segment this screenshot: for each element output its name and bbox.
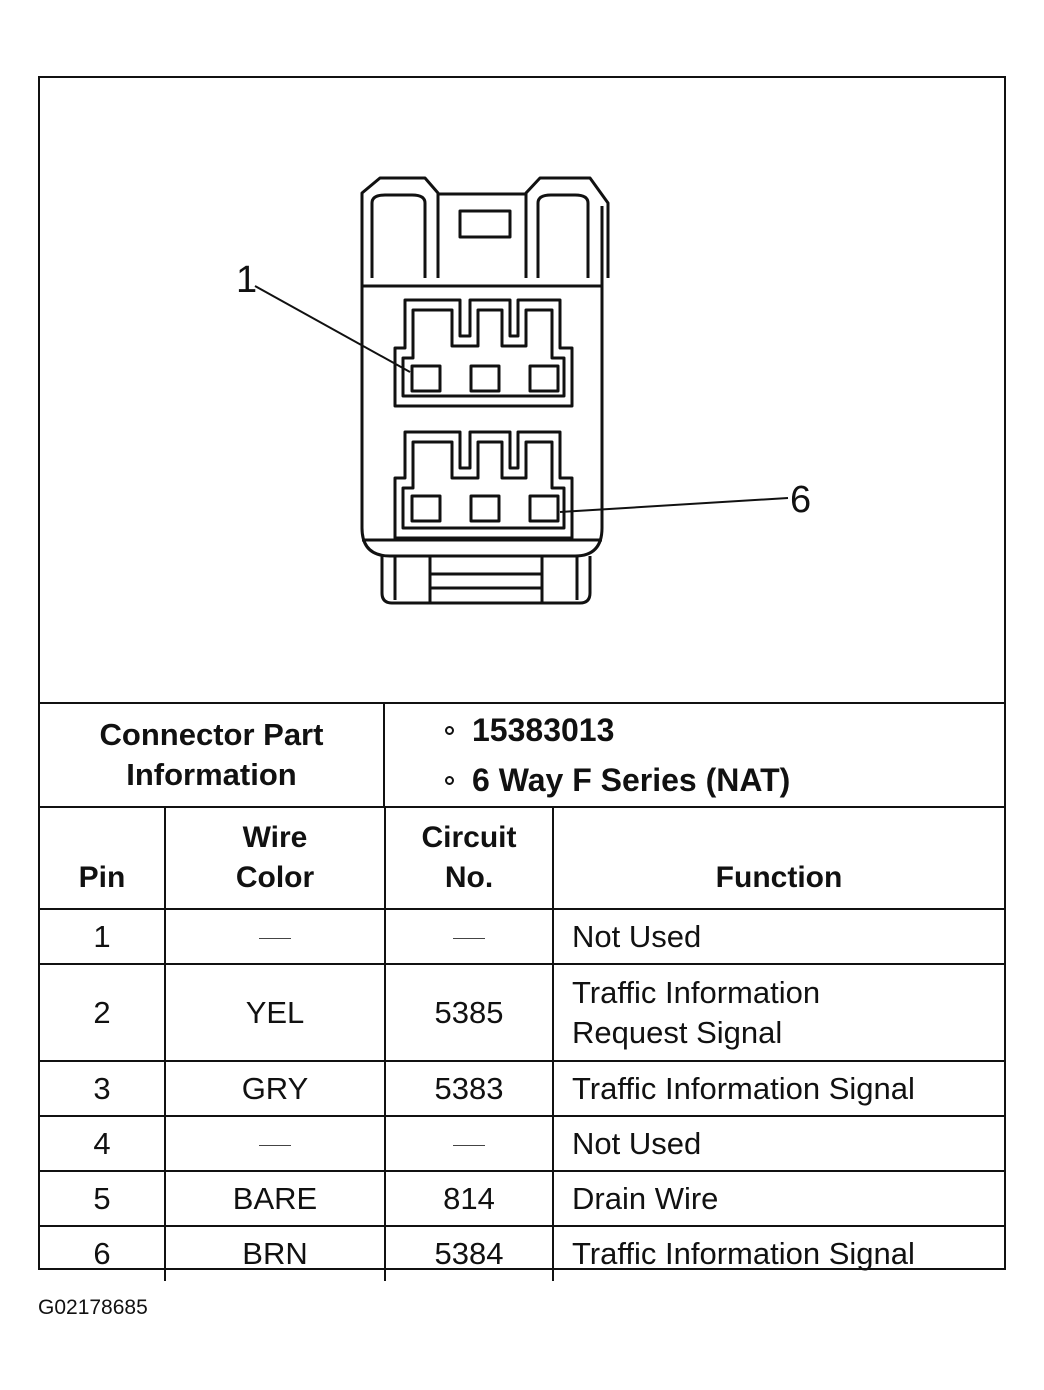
function-cell: Traffic Information Signal: [552, 1225, 1004, 1281]
pin-cell: 1: [40, 908, 166, 965]
connector-info-label: Connector Part Information: [40, 704, 385, 806]
cavity-1: [410, 364, 442, 393]
circuit-cell: 814: [384, 1170, 554, 1227]
circuit-cell: [384, 908, 554, 965]
part-number: 15383013: [472, 712, 615, 748]
callout-pin-1: 1: [236, 259, 257, 301]
function-cell: Not Used: [552, 908, 1004, 965]
empty-dash: [259, 937, 291, 939]
function-cell: Not Used: [552, 1115, 1004, 1172]
header-pin: Pin: [40, 808, 166, 910]
lower-cavity-block: [393, 430, 574, 540]
empty-dash: [453, 1144, 485, 1146]
function-cell: Drain Wire: [552, 1170, 1004, 1227]
pin-cell: 5: [40, 1170, 166, 1227]
cavity-6: [528, 494, 560, 523]
cavity-5: [469, 494, 501, 523]
table-row: 5 BARE 814 Drain Wire: [40, 1170, 1004, 1227]
wire-color-cell: [164, 1115, 386, 1172]
table-row: 4 Not Used: [40, 1115, 1004, 1172]
table-row: 3 GRY 5383 Traffic Information Signal: [40, 1060, 1004, 1117]
table-row: 6 BRN 5384 Traffic Information Signal: [40, 1225, 1004, 1281]
empty-dash: [453, 937, 485, 939]
connector-series: 6 Way F Series (NAT): [472, 762, 791, 798]
connector-info-values: 15383013 6 Way F Series (NAT): [385, 704, 1004, 806]
connector-info-label-line1: Connector Part: [99, 717, 324, 752]
wire-color-cell: YEL: [164, 963, 386, 1062]
pin-cell: 6: [40, 1225, 166, 1281]
bullet-icon: [445, 775, 454, 785]
callout-pin-6: 6: [790, 479, 811, 521]
cavity-2: [469, 364, 501, 393]
leader-line-pin-6: [559, 497, 789, 513]
header-function: Function: [552, 808, 1004, 910]
connector-info-label-line2: Information: [126, 757, 297, 792]
bottom-tab: [380, 556, 592, 605]
connector-face-diagram: 1 6: [236, 176, 811, 605]
circuit-cell: 5383: [384, 1060, 554, 1117]
circuit-cell: 5385: [384, 963, 554, 1062]
connector-figure-frame: 1 6 Connector Part Information 15383013 …: [38, 76, 1006, 1281]
pin-cell: 4: [40, 1115, 166, 1172]
connector-body-outline: [360, 206, 604, 558]
table-row: 1 Not Used: [40, 908, 1004, 965]
top-tab: [436, 192, 528, 278]
part-number-item: 15383013: [445, 705, 1004, 755]
circuit-cell: 5384: [384, 1225, 554, 1281]
pin-cell: 3: [40, 1060, 166, 1117]
empty-dash: [259, 1144, 291, 1146]
leader-line-pin-1: [254, 285, 411, 373]
cavity-4: [410, 494, 442, 523]
wire-color-cell: BRN: [164, 1225, 386, 1281]
pin-cell: 2: [40, 963, 166, 1062]
cavity-3: [528, 364, 560, 393]
wire-color-cell: [164, 908, 386, 965]
figure-code: G02178685: [38, 1296, 148, 1319]
upper-cavity-block: [393, 298, 574, 408]
circuit-cell: [384, 1115, 554, 1172]
connector-part-information: Connector Part Information 15383013 6 Wa…: [40, 702, 1004, 808]
bullet-icon: [445, 725, 454, 735]
wire-color-cell: BARE: [164, 1170, 386, 1227]
connector-series-item: 6 Way F Series (NAT): [445, 755, 1004, 805]
function-cell: Traffic Information Signal: [552, 1060, 1004, 1117]
wire-color-cell: GRY: [164, 1060, 386, 1117]
